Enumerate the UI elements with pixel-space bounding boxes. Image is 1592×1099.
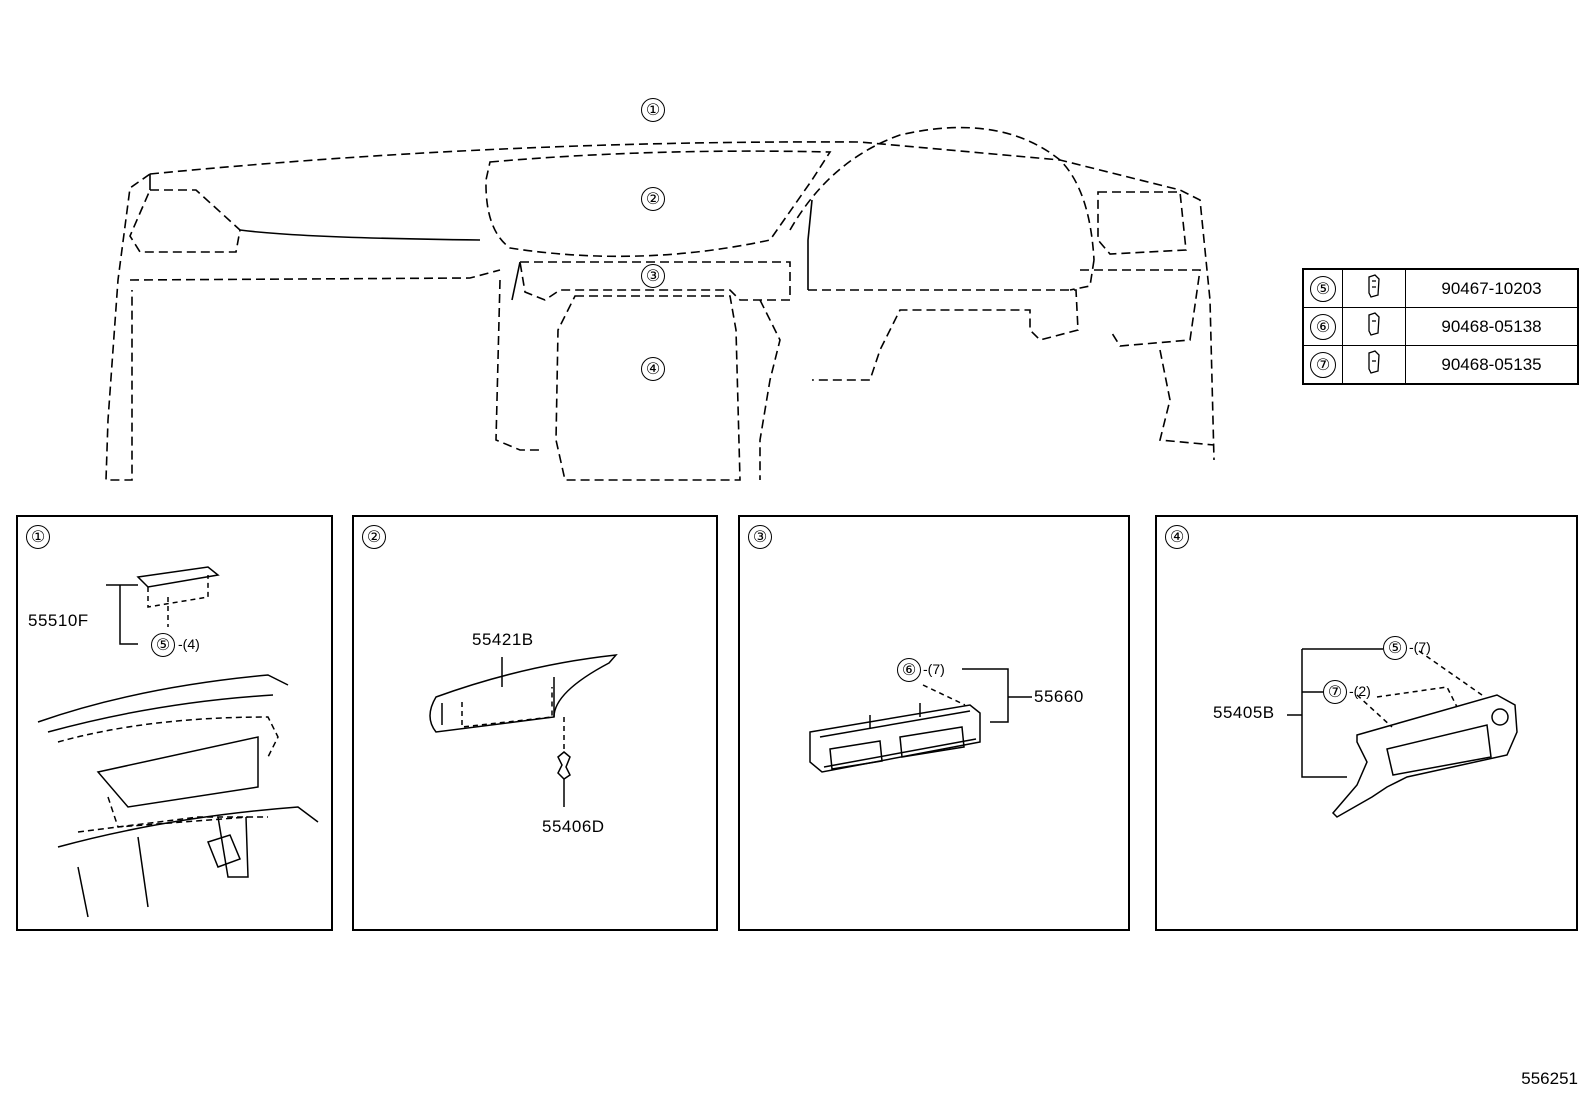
legend-row: ⑦ 90468-05135 — [1302, 345, 1579, 385]
center-vent-illustration — [809, 668, 1032, 773]
panel-badge: ① — [26, 525, 50, 549]
sub-ref-circle: ⑤ — [1383, 636, 1407, 660]
legend-part-number: 90468-05138 — [1405, 307, 1579, 346]
part-number-label: 55660 — [1034, 687, 1084, 706]
detail-panel-1: ① 55510F ⑤ -(4) — [16, 515, 333, 931]
vent-bracket-illustration — [37, 566, 319, 918]
detail-panel-4: ④ 55405B ⑤ -(7) ⑦ -(2) — [1155, 515, 1578, 931]
sub-ref-circle: ⑦ — [1323, 680, 1347, 704]
part-number-label: 55406D — [542, 817, 605, 836]
quantity-label: -(7) — [1409, 639, 1431, 655]
clip-icon — [1368, 312, 1380, 336]
callout-3: ③ — [641, 264, 665, 288]
part-number-label: 55405B — [1213, 703, 1275, 722]
sub-ref-circle: ⑥ — [897, 658, 921, 682]
dashboard-overview-illustration — [105, 126, 1215, 481]
sub-ref-circle: ⑤ — [151, 633, 175, 657]
quantity-label: -(2) — [1349, 683, 1371, 699]
part-number-label: 55510F — [28, 611, 89, 630]
callout-2: ② — [641, 187, 665, 211]
detail-panel-2: ② 55421B 55406D — [352, 515, 718, 931]
lower-panel-illustration — [1287, 648, 1518, 818]
legend-ref: ⑥ — [1310, 313, 1336, 340]
callout-4: ④ — [641, 357, 665, 381]
legend-row: ⑥ 90468-05138 — [1302, 307, 1579, 346]
panel-badge: ② — [362, 525, 386, 549]
clip-icon — [1368, 274, 1380, 298]
legend-ref: ⑦ — [1310, 351, 1336, 378]
diagram-code: 556251 — [1521, 1069, 1578, 1088]
legend-row: ⑤ 90467-10203 — [1302, 268, 1579, 308]
clip-icon — [1368, 350, 1380, 374]
quantity-label: -(4) — [178, 636, 200, 652]
panel-badge: ③ — [748, 525, 772, 549]
legend-part-number: 90467-10203 — [1405, 268, 1579, 308]
legend-ref: ⑤ — [1310, 275, 1336, 302]
fastener-legend-table: ⑤ 90467-10203 ⑥ 90468-05138 ⑦ 90468-0513… — [1302, 268, 1579, 385]
quantity-label: -(7) — [923, 661, 945, 677]
cluster-hood-illustration — [429, 654, 618, 807]
panel-badge: ④ — [1165, 525, 1189, 549]
legend-part-number: 90468-05135 — [1405, 345, 1579, 385]
callout-1: ① — [641, 98, 665, 122]
detail-panel-3: ③ ⑥ -(7) 55660 — [738, 515, 1130, 931]
part-number-label: 55421B — [472, 630, 534, 649]
